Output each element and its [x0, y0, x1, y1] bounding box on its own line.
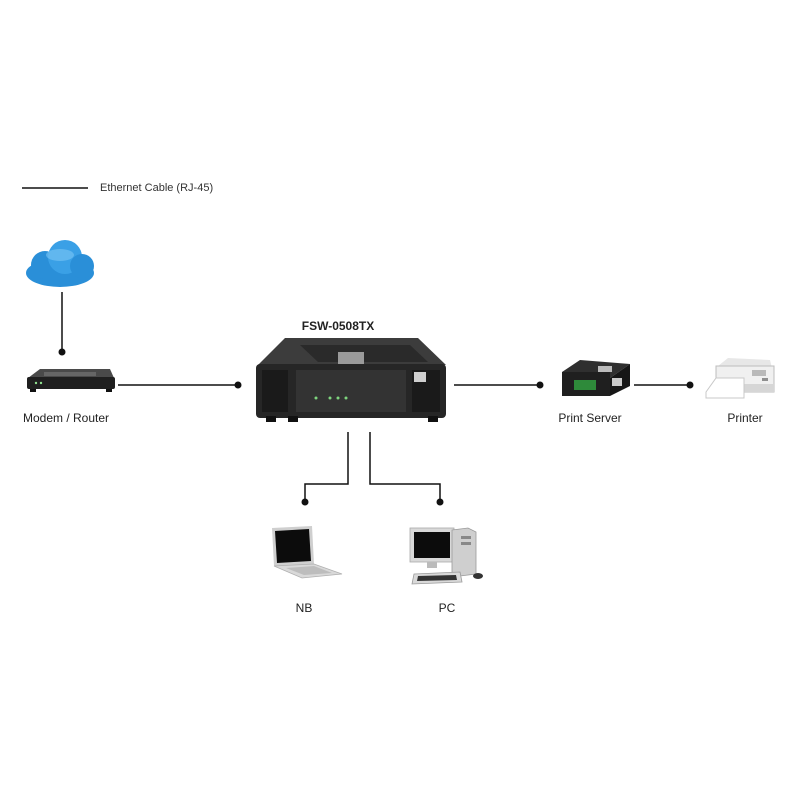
print-server-label: Print Server	[558, 411, 622, 425]
connector-dot	[436, 498, 444, 506]
switch-model-label: FSW-0508TX	[301, 319, 375, 333]
modem-router-icon	[27, 369, 115, 392]
router-label: Modem / Router	[22, 411, 110, 425]
notebook-icon	[272, 526, 343, 579]
legend-label: Ethernet Cable (RJ-45)	[100, 182, 214, 194]
pc-icon	[409, 527, 483, 585]
cable-switch-nb	[304, 432, 349, 500]
nb-label: NB	[295, 601, 313, 615]
printer-label: Printer	[727, 411, 763, 425]
connector-dot	[58, 348, 66, 356]
connector-dot	[536, 381, 544, 389]
print-server-icon	[562, 360, 630, 396]
pc-label: PC	[438, 601, 456, 615]
internet-cloud-icon	[26, 240, 94, 287]
connector-dot	[686, 381, 694, 389]
connector-dot	[301, 498, 309, 506]
connector-dot	[234, 381, 242, 389]
switch-icon	[256, 338, 446, 422]
cable-switch-pc	[369, 432, 441, 500]
printer-icon	[705, 358, 775, 399]
